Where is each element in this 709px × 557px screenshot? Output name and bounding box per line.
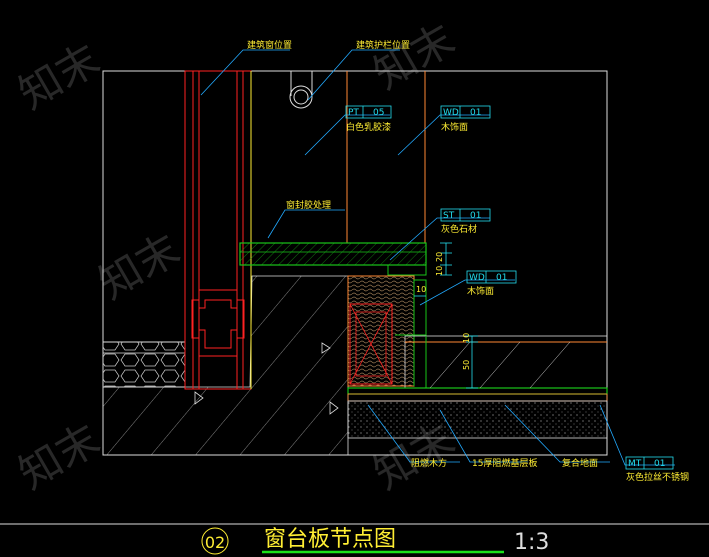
tag-st: ST 01 灰色石材 bbox=[440, 208, 491, 235]
concrete-triangle-mark bbox=[329, 401, 339, 415]
tag-number: 05 bbox=[373, 108, 384, 118]
stone-sill bbox=[239, 242, 427, 266]
title-number-circle bbox=[201, 527, 229, 555]
tag-code: ST bbox=[443, 211, 455, 221]
tag-desc: 白色乳胶漆 bbox=[346, 121, 391, 133]
leader-lines bbox=[200, 49, 675, 466]
drawing-border bbox=[102, 70, 608, 456]
callout-floor: 复合地面 bbox=[562, 457, 598, 469]
tag-code: WD bbox=[443, 108, 459, 118]
tag-code: MT bbox=[628, 459, 642, 469]
window-frame bbox=[184, 70, 252, 390]
floor-hex-pattern bbox=[103, 342, 185, 387]
concrete-triangle-mark bbox=[194, 391, 204, 405]
watermark-text: 知末 bbox=[91, 224, 188, 308]
tag-pt: PT 05 白色乳胶漆 bbox=[345, 105, 392, 133]
tag-desc: 灰色石材 bbox=[441, 223, 477, 235]
tag-number: 01 bbox=[470, 211, 481, 221]
floor-subbase bbox=[347, 400, 608, 439]
watermark-text: 知末 bbox=[11, 414, 108, 498]
skirting bbox=[404, 335, 608, 389]
watermark-text: 知末 bbox=[11, 34, 108, 118]
wood-trim bbox=[413, 279, 427, 336]
dim-label: 50 bbox=[462, 360, 471, 370]
callout-plywood: 15厚阻燃基层板 bbox=[472, 457, 537, 469]
title-number: 02 bbox=[205, 533, 225, 552]
dim-label: 10 bbox=[462, 333, 471, 343]
watermark-text: 知末 bbox=[366, 14, 463, 98]
tag-wd2: WD 01 木饰面 bbox=[466, 270, 517, 297]
tag-wd1: WD 01 木饰面 bbox=[440, 105, 491, 133]
title-block: 02 窗台板节点图 1:3 bbox=[201, 527, 549, 555]
concrete-triangle-mark bbox=[321, 342, 331, 354]
tag-code: WD bbox=[469, 273, 485, 283]
tag-desc: 木饰面 bbox=[441, 121, 468, 133]
callout-window-frame: 建筑窗位置 bbox=[247, 39, 292, 51]
callout-guardrail: 建筑护栏位置 bbox=[356, 39, 410, 51]
tag-desc: 灰色拉丝不锈钢 bbox=[626, 471, 689, 483]
title-name: 窗台板节点图 bbox=[264, 527, 396, 552]
dim-label: 10 bbox=[435, 266, 444, 276]
dimension-lines bbox=[414, 242, 478, 389]
tag-desc: 木饰面 bbox=[467, 285, 494, 297]
floor-finish bbox=[347, 387, 608, 395]
timber-block bbox=[349, 303, 393, 385]
callout-sealant: 窗封胶处理 bbox=[286, 199, 331, 211]
title-scale: 1:3 bbox=[514, 530, 549, 555]
tag-mt: MT 01 灰色拉丝不锈钢 bbox=[625, 456, 689, 483]
tag-number: 01 bbox=[496, 273, 507, 283]
tag-number: 01 bbox=[470, 108, 481, 118]
tag-number: 01 bbox=[654, 459, 665, 469]
callout-timber: 阻燃木方 bbox=[411, 457, 447, 469]
dim-label: 20 bbox=[435, 252, 444, 262]
tag-code: PT bbox=[348, 108, 359, 118]
dim-label: 10 bbox=[416, 285, 426, 294]
stone-sill-edge bbox=[387, 264, 427, 276]
guardrail-section bbox=[289, 71, 313, 109]
floor-screed bbox=[347, 393, 608, 402]
